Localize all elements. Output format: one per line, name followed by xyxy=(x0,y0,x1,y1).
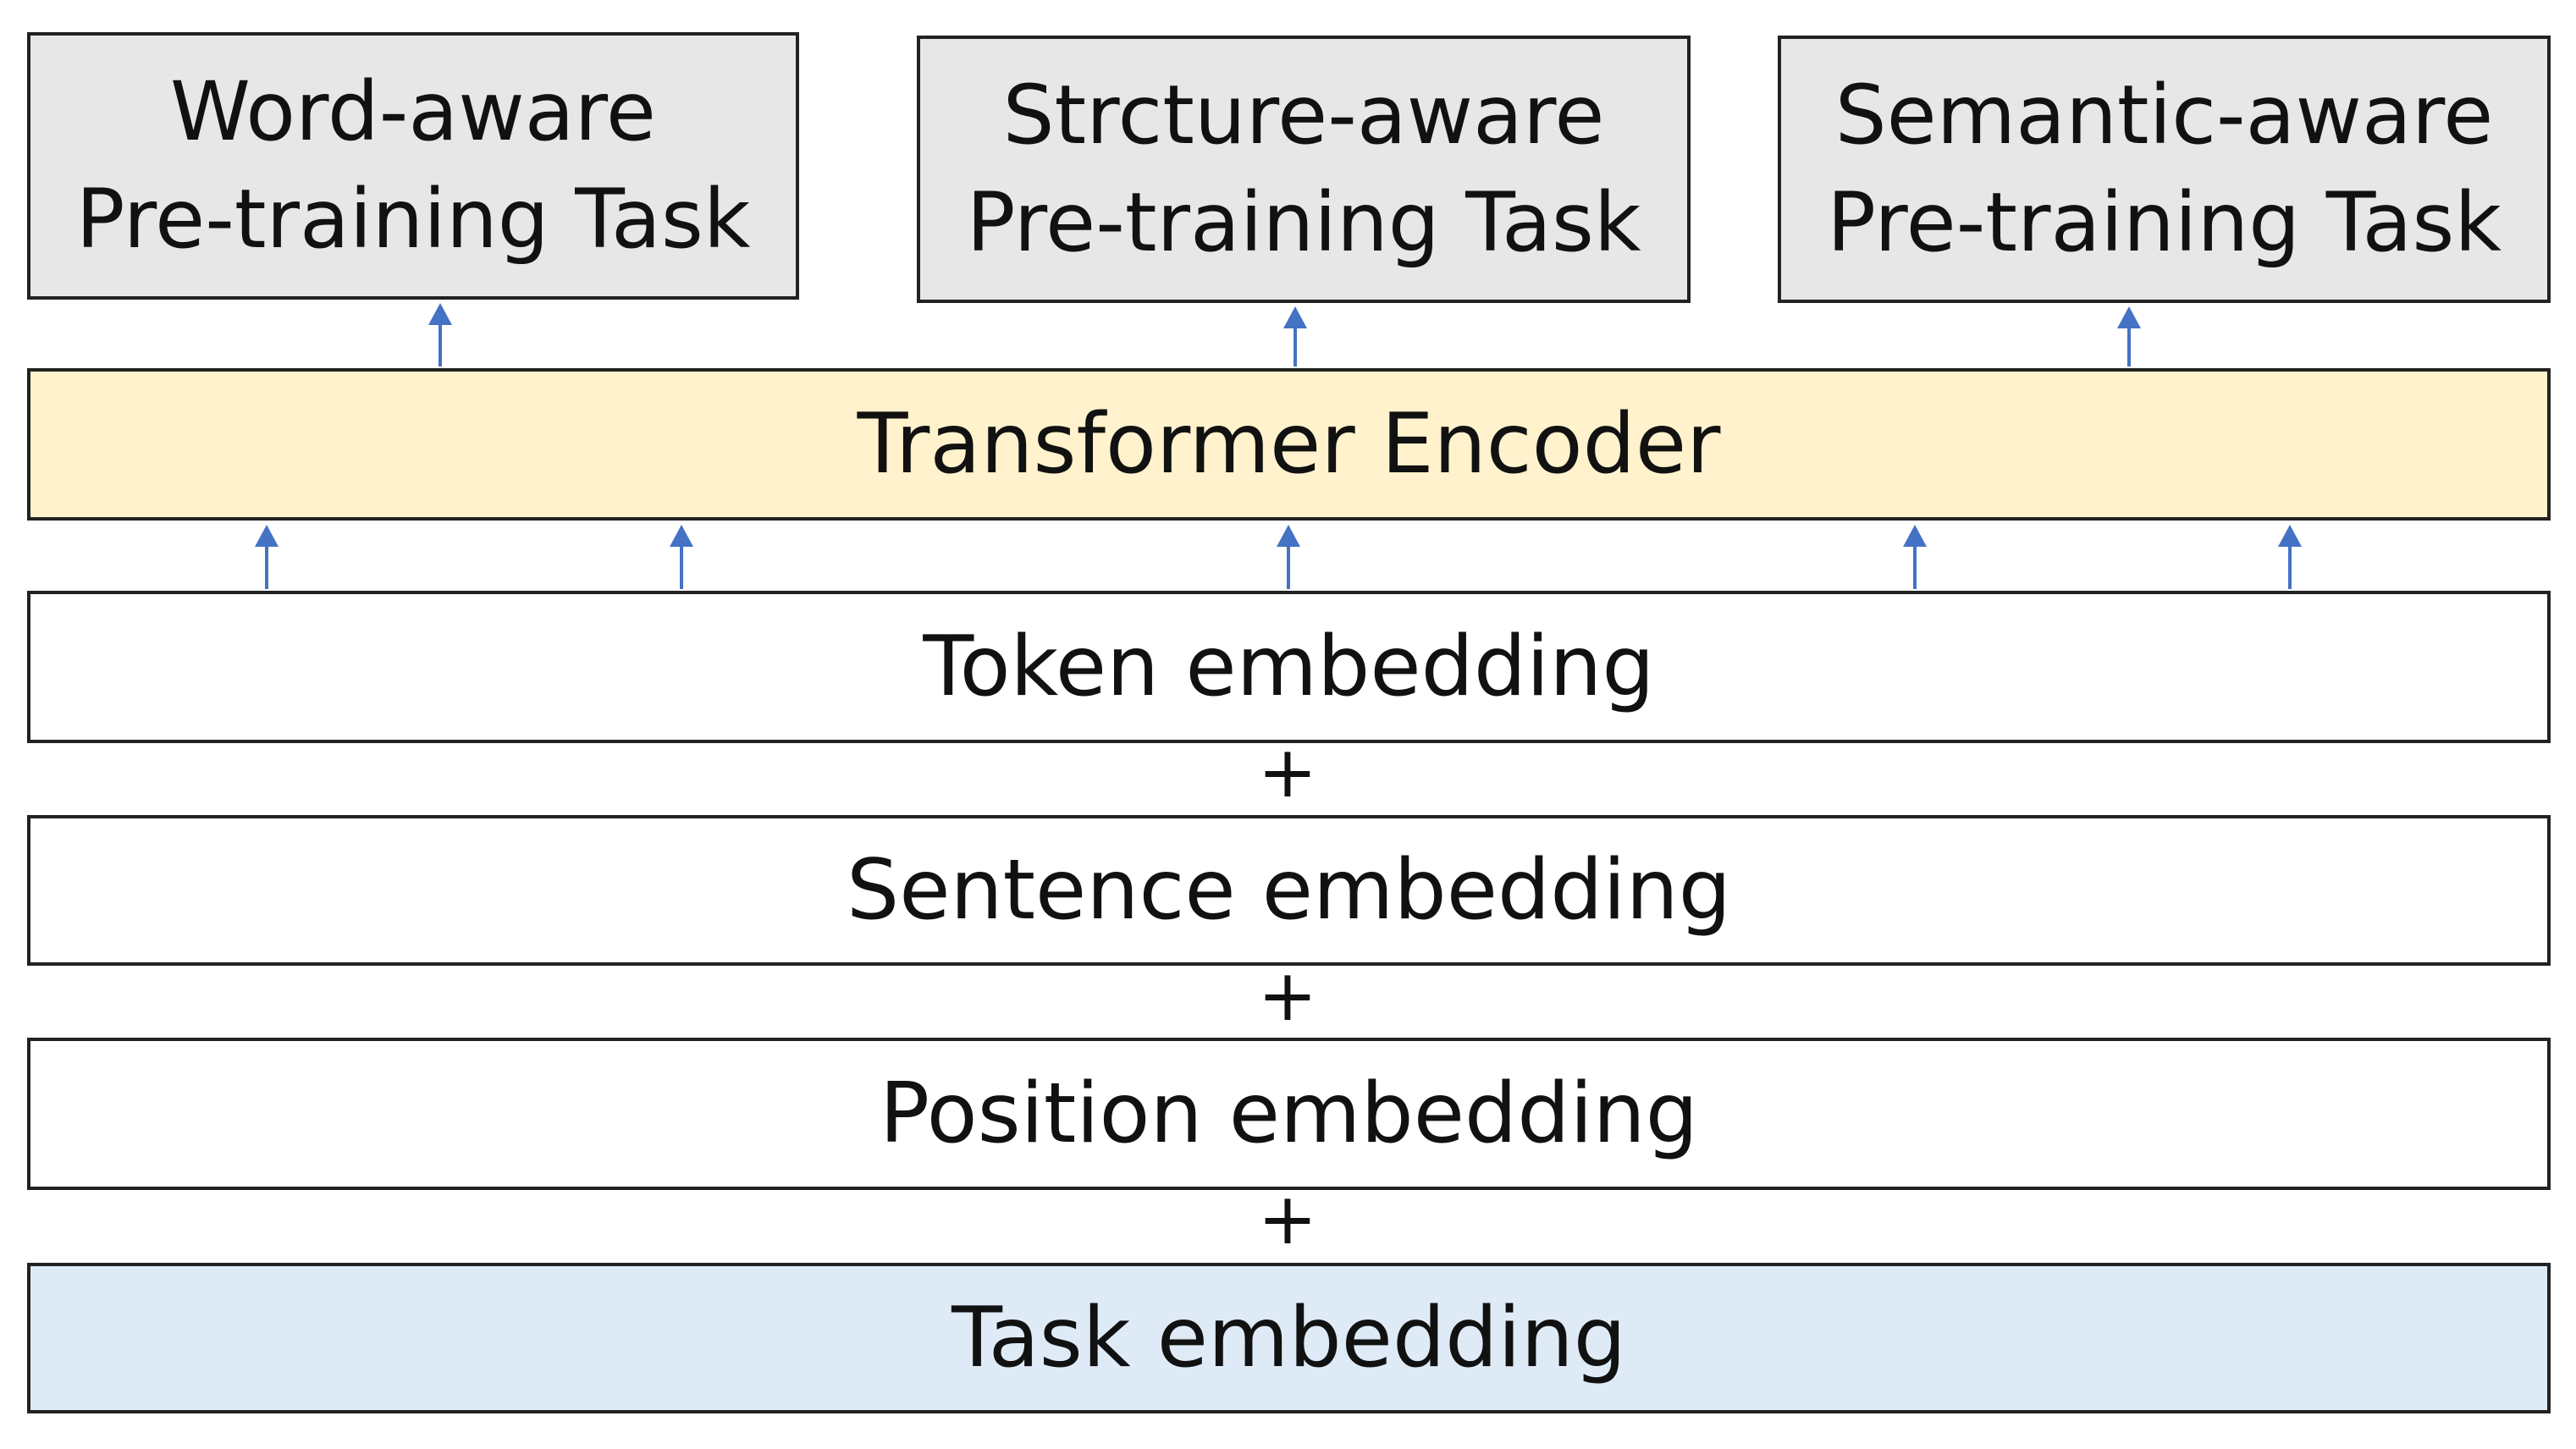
structure-aware-task-box: Strcture-aware Pre-training Task xyxy=(917,36,1691,303)
arrow-up-icon xyxy=(670,525,693,547)
sentence-embedding-box: Sentence embedding xyxy=(27,815,2551,966)
semantic-aware-task-line1: Semantic-aware xyxy=(1834,68,2494,163)
arrow-up-icon xyxy=(2117,306,2141,328)
arrow-up-icon xyxy=(428,303,452,325)
plus-sign-2: + xyxy=(1257,954,1318,1037)
structure-aware-task-line1: Strcture-aware xyxy=(1002,68,1605,163)
task-embedding-label: Task embedding xyxy=(952,1290,1626,1386)
embedding-to-encoder-arrows xyxy=(255,525,2302,589)
arrow-up-icon xyxy=(255,525,279,547)
token-embedding-label: Token embedding xyxy=(923,619,1655,715)
word-aware-task-line1: Word-aware xyxy=(170,64,656,160)
position-embedding-label: Position embedding xyxy=(880,1066,1698,1162)
arrow-up-icon xyxy=(1283,306,1307,328)
arrow-up-icon xyxy=(1277,525,1300,547)
transformer-encoder-box: Transformer Encoder xyxy=(27,368,2551,521)
task-embedding-box: Task embedding xyxy=(27,1263,2551,1413)
word-aware-task-line2: Pre-training Task xyxy=(75,172,751,267)
semantic-aware-task-line2: Pre-training Task xyxy=(1827,175,2502,270)
plus-sign-3: + xyxy=(1257,1177,1318,1260)
plus-sign-1: + xyxy=(1257,730,1318,813)
structure-aware-task-line2: Pre-training Task xyxy=(966,175,1641,270)
word-aware-task-box: Word-aware Pre-training Task xyxy=(27,32,799,300)
transformer-encoder-label: Transformer Encoder xyxy=(857,396,1721,493)
position-embedding-box: Position embedding xyxy=(27,1038,2551,1190)
semantic-aware-task-box: Semantic-aware Pre-training Task xyxy=(1778,36,2551,303)
arrow-up-icon xyxy=(1903,525,1927,547)
encoder-to-task-arrows xyxy=(428,303,2141,366)
sentence-embedding-label: Sentence embedding xyxy=(847,842,1731,939)
arrow-up-icon xyxy=(2278,525,2302,547)
token-embedding-box: Token embedding xyxy=(27,591,2551,743)
